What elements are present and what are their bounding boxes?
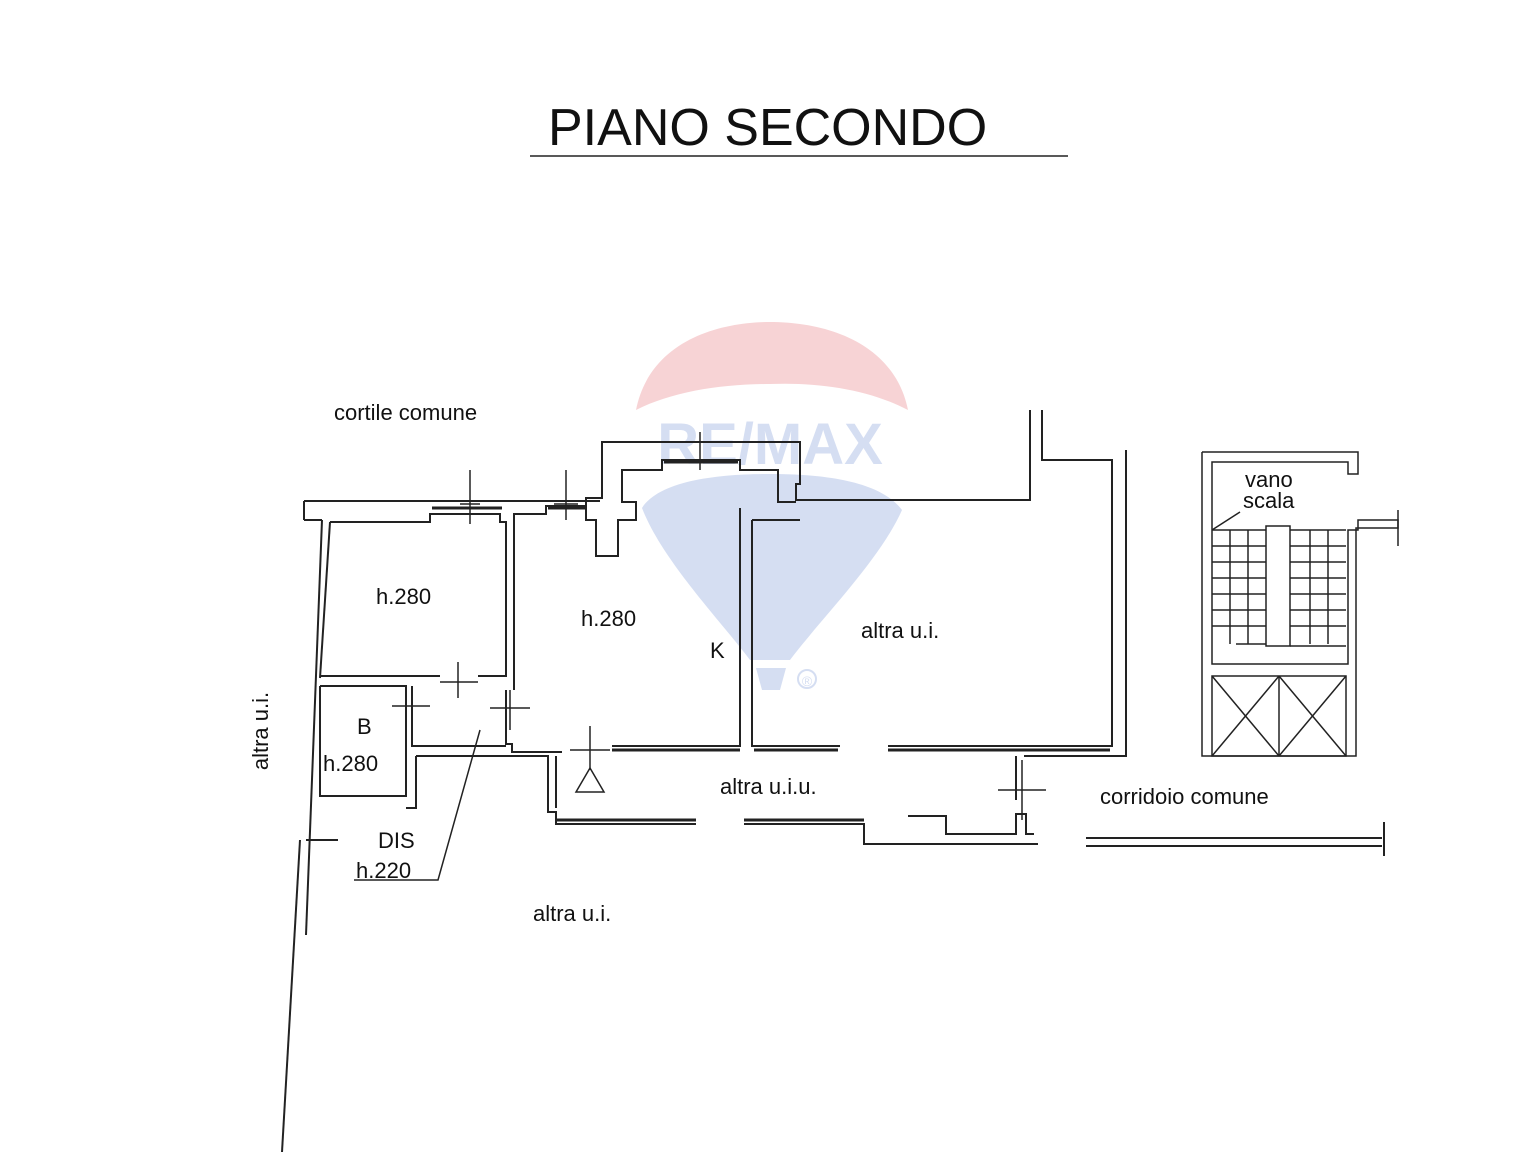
label-altra-uiu: altra u.i.u. <box>720 774 817 799</box>
label-bath: B <box>357 714 372 739</box>
plan-title: PIANO SECONDO <box>548 99 988 157</box>
label-room2-height: h.280 <box>581 606 637 631</box>
door-markers <box>354 432 1046 881</box>
balloon-logo <box>636 322 908 690</box>
label-room1-height: h.280 <box>376 584 432 609</box>
outer-walls <box>281 410 1385 1153</box>
stair-block <box>1201 451 1399 757</box>
label-kitchen: K <box>710 638 725 663</box>
label-cortile-comune: cortile comune <box>334 400 478 425</box>
label-corridoio-comune: corridoio comune <box>1100 784 1269 809</box>
label-altra-ui-bottom: altra u.i. <box>533 901 612 926</box>
label-altra-ui-right: altra u.i. <box>861 618 940 643</box>
label-altra-ui-left: altra u.i. <box>248 691 274 771</box>
label-dis-height: h.220 <box>356 858 412 883</box>
brand-text: RE/MAX <box>657 412 883 477</box>
label-bath-height: h.280 <box>323 751 379 776</box>
label-dis: DIS <box>378 828 415 853</box>
label-vano: vano <box>1245 467 1293 492</box>
registered-mark: ® <box>802 673 813 689</box>
label-scala: scala <box>1243 488 1295 513</box>
windows <box>432 460 1110 822</box>
